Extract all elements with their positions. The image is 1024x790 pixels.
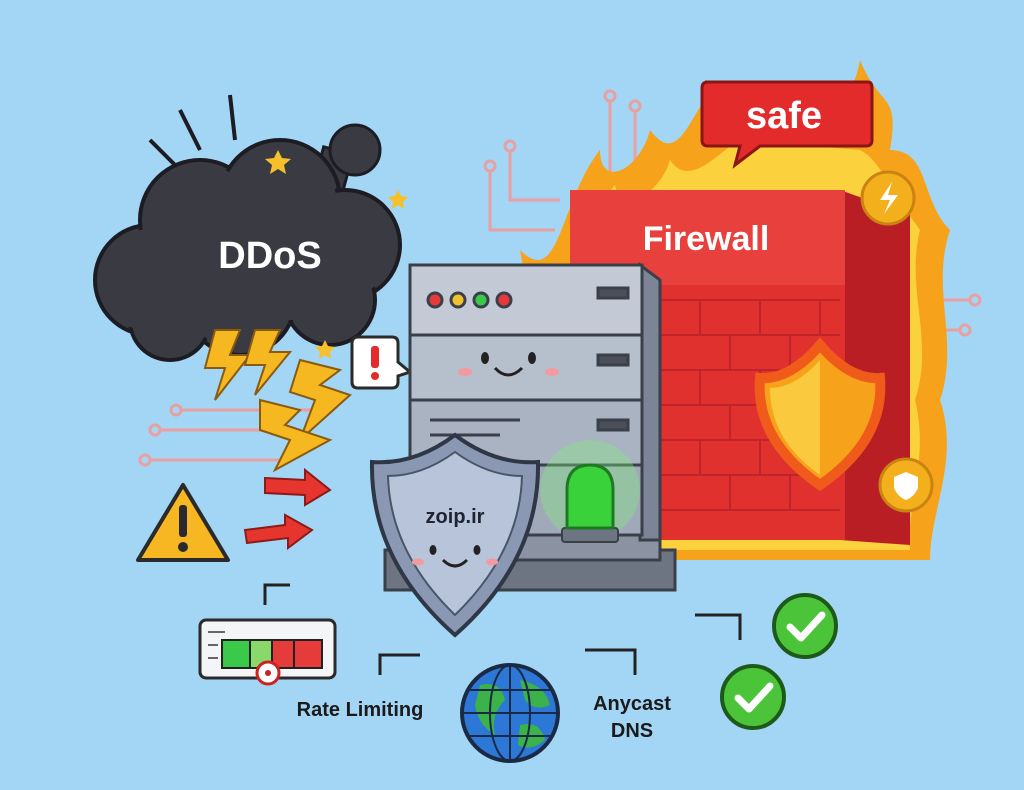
ddos-label: DDoS [218,235,321,277]
firewall-label: Firewall [643,220,770,258]
star-icons [265,150,408,359]
shield-coin-icon [878,457,934,513]
rate-limiting-gauge-icon [198,583,337,686]
rate-limiting-label: Rate Limiting [297,699,424,721]
zoip-label: zoip.ir [426,506,485,528]
server-face [458,352,559,376]
zoip-shield: zoip.ir [369,432,541,638]
globe-icon [460,663,560,763]
warning-triangle-icon [136,483,230,562]
alert-speech-bubble [350,335,414,390]
attack-arrows [243,467,332,550]
green-status-light-icon [540,440,640,543]
gold-shield-icon [754,337,886,492]
lightning-coin-icon [860,170,916,226]
check-circle-icon [772,593,838,659]
lightning-bolts [203,329,352,473]
safe-speech-bubble: safe [700,80,874,169]
safe-status-text: safe [746,95,822,137]
check-circle-icon [720,664,786,730]
ddos-cloud: DDoS [93,94,408,362]
anycast-label-line2: DNS [611,720,653,742]
anycast-label-line1: Anycast [593,693,671,715]
